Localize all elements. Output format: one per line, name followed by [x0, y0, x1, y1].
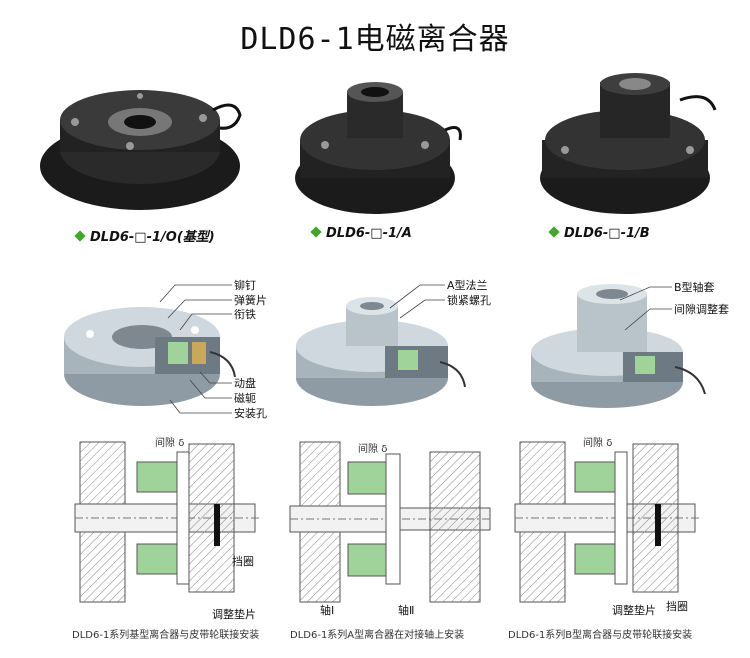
label-shaft-1: 轴Ⅰ: [320, 604, 335, 617]
label-shaft-2: 轴Ⅱ: [398, 604, 415, 617]
product-caption-base: DLD6-□-1/O(基型): [74, 226, 215, 245]
cutaway-b-type: [531, 284, 706, 408]
drawing-b-type-pulley: [514, 441, 700, 603]
gap-label-3: 间隙 δ: [583, 438, 613, 449]
drawing-base-pulley: [74, 441, 260, 603]
label-rivet: 铆钉: [234, 279, 256, 292]
label-gap-adjust-sleeve: 间隙调整套: [674, 303, 729, 316]
label-spring-plate: 弹簧片: [234, 294, 267, 307]
product-photo-base: [40, 90, 242, 210]
drawing-caption-a-type: DLD6-1系列A型离合器在对接轴上安装: [290, 630, 465, 641]
label-a-flange: A型法兰: [447, 279, 488, 292]
product-caption-b-type: DLD6-□-1/B: [548, 226, 650, 241]
label-mounting-hole: 安装孔: [234, 407, 267, 420]
label-moving-disc: 动盘: [234, 377, 256, 390]
drawing-caption-b-type: DLD6-1系列B型离合器与皮带轮联接安装: [508, 630, 693, 641]
label-shim-1: 调整垫片: [212, 608, 256, 621]
label-locking-screw-hole: 锁紧螺孔: [447, 294, 491, 307]
label-armature: 衔铁: [234, 308, 256, 321]
label-magnetic-yoke: 磁轭: [234, 392, 256, 405]
drawing-a-type-shafts: [289, 441, 491, 603]
cutaway-a-type: [296, 297, 466, 406]
cutaway-base: [64, 307, 236, 406]
label-b-sleeve: B型轴套: [674, 281, 715, 294]
gap-label-1: 间隙 δ: [155, 438, 185, 449]
label-shim-3: 调整垫片: [612, 604, 656, 617]
page-title: DLD6-1电磁离合器: [240, 22, 510, 57]
label-retaining-ring-3: 挡圈: [666, 600, 688, 613]
product-caption-a-type: DLD6-□-1/A: [310, 226, 412, 241]
drawing-caption-base: DLD6-1系列基型离合器与皮带轮联接安装: [72, 630, 260, 641]
label-retaining-ring-1: 挡圈: [232, 555, 254, 568]
product-photo-a-type: [295, 82, 462, 214]
product-photo-b-type: [540, 73, 717, 214]
gap-label-2: 间隙 δ: [358, 444, 388, 455]
